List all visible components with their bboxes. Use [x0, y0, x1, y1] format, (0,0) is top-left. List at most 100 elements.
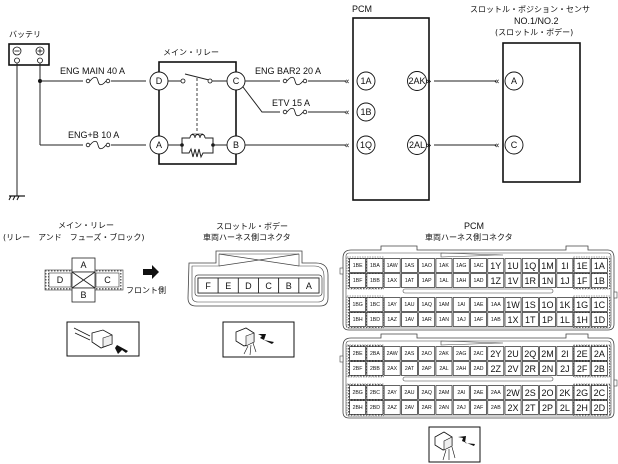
throttle-connector-title-line1: スロットル・ボデー	[216, 221, 288, 231]
svg-text:2BC: 2BC	[370, 390, 380, 396]
svg-text:1AN: 1AN	[439, 317, 449, 323]
svg-text:2H: 2H	[576, 403, 588, 413]
pcm-conn-pin-2y: 2Y	[487, 346, 505, 361]
pcm-conn-pin-1g: 1G	[573, 297, 591, 312]
svg-text:1AP: 1AP	[422, 278, 432, 284]
main-relay: メイン・リレー D C A B	[149, 48, 246, 165]
svg-text:2AY: 2AY	[387, 390, 397, 396]
svg-text:2BG: 2BG	[352, 390, 362, 396]
relay-switch-icon	[168, 73, 227, 133]
svg-text:1Y: 1Y	[490, 261, 501, 271]
pcm-conn-pin-2a: 2A	[590, 346, 608, 361]
pcm-conn-pin-1b: 1B	[590, 273, 608, 288]
svg-text:1AB: 1AB	[491, 317, 501, 323]
svg-text:B: B	[233, 140, 239, 150]
pcm-pin-2ak: 2AK »	[407, 71, 432, 91]
fuse-icon	[83, 140, 111, 150]
svg-text:2BB: 2BB	[370, 366, 380, 372]
svg-text:2BD: 2BD	[370, 405, 380, 411]
pcm-conn-pin-1bf: 1BF	[349, 273, 367, 288]
tps-pin-c: « C	[494, 135, 524, 155]
pcm-conn-pin-1v: 1V	[504, 273, 522, 288]
pcm-conn-pin-2be: 2BE	[349, 346, 367, 361]
svg-text:2BH: 2BH	[353, 405, 363, 411]
svg-text:1BA: 1BA	[370, 263, 380, 269]
svg-text:1V: 1V	[508, 276, 519, 286]
pcm-conn-pin-2ai: 2AI	[452, 385, 470, 400]
pcm-conn-pin-1z: 1Z	[487, 273, 505, 288]
fuse-icon	[83, 76, 111, 86]
relay-conn-pin-d: D	[57, 275, 64, 285]
svg-text:2AF: 2AF	[474, 405, 484, 411]
svg-text:«: «	[344, 141, 350, 151]
svg-text:2S: 2S	[525, 388, 536, 398]
svg-text:2A: 2A	[594, 349, 605, 359]
svg-text:2E: 2E	[577, 349, 588, 359]
svg-text:1D: 1D	[594, 315, 606, 325]
pcm-pin-2al: 2AL »	[407, 135, 432, 155]
main-relay-label: メイン・リレー	[163, 48, 219, 57]
front-side-label: フロント側	[126, 285, 166, 295]
pcm-conn-pin-1aa: 1AA	[487, 297, 505, 312]
pcm-conn-pin-1aq: 1AQ	[418, 297, 436, 312]
pcm-conn-pin-1ab: 1AB	[487, 312, 505, 327]
pcm-conn-pin-1d: 1D	[590, 312, 608, 327]
relay-terminal-b: B	[226, 135, 246, 155]
pcm-conn-pin-1ao: 1AO	[418, 258, 436, 273]
pcm-conn-pin-1bh: 1BH	[349, 312, 367, 327]
relay-connector-title-line1: メイン・リレー	[58, 221, 114, 230]
pcm-conn-pin-2e: 2E	[573, 346, 591, 361]
svg-text:2AB: 2AB	[491, 405, 501, 411]
svg-text:1E: 1E	[577, 261, 588, 271]
pcm-conn-pin-2ag: 2AG	[452, 346, 470, 361]
pcm-conn-pin-1as: 1AS	[401, 258, 418, 273]
relay-conn-pin-b: B	[80, 290, 86, 300]
pcm-conn-pin-2bh: 2BH	[349, 400, 367, 415]
pcm-conn-pin-2ac: 2AC	[470, 346, 487, 361]
fuse-icon	[280, 107, 308, 117]
svg-text:1A: 1A	[594, 261, 605, 271]
svg-text:2AS: 2AS	[405, 351, 415, 357]
svg-text:1AJ: 1AJ	[457, 317, 466, 323]
svg-text:2AN: 2AN	[439, 405, 449, 411]
pcm-conn-pin-1at: 1AT	[401, 273, 418, 288]
svg-text:2C: 2C	[594, 388, 606, 398]
pcm-conn-pin-2aq: 2AQ	[418, 385, 436, 400]
throttle-position-sensor: スロットル・ポジション・センサ NO.1/NO.2 (スロットル・ボデー) « …	[470, 5, 590, 183]
pcm-conn-pin-1l: 1L	[556, 312, 574, 327]
pcm-conn-pin-1ah: 1AH	[452, 273, 470, 288]
svg-text:1BB: 1BB	[370, 278, 380, 284]
throttle-conn-pin-b: B	[278, 277, 300, 294]
svg-text:»: »	[426, 77, 432, 87]
pcm-conn-pin-2aa: 2AA	[487, 385, 505, 400]
pcm-conn-pin-2ax: 2AX	[383, 361, 401, 376]
fuse-label-eng-bar2: ENG BAR2 20 A	[255, 66, 321, 76]
pcm-conn-pin-2bb: 2BB	[366, 361, 384, 376]
svg-text:2AK: 2AK	[439, 351, 449, 357]
svg-text:1T: 1T	[525, 315, 536, 325]
pcm-conn-pin-1ag: 1AG	[452, 258, 470, 273]
svg-text:2D: 2D	[594, 403, 606, 413]
pcm-conn-pin-1be: 1BE	[349, 258, 367, 273]
pcm-conn-pin-1ac: 1AC	[470, 258, 487, 273]
svg-text:1U: 1U	[507, 261, 519, 271]
svg-text:«: «	[344, 77, 350, 87]
pcm-conn-pin-2ap: 2AP	[418, 361, 436, 376]
fuse-label-eng-main: ENG MAIN 40 A	[60, 66, 125, 76]
svg-text:1Q: 1Q	[360, 140, 372, 150]
pcm-conn-pin-2x: 2X	[504, 400, 522, 415]
pcm-conn-pin-2s: 2S	[521, 385, 539, 400]
svg-text:2T: 2T	[525, 403, 536, 413]
pcm-conn-pin-2bc: 2BC	[366, 385, 384, 400]
svg-text:1B: 1B	[360, 107, 371, 117]
pcm-conn-pin-2an: 2AN	[435, 400, 453, 415]
pcm-conn-pin-1h: 1H	[573, 312, 591, 327]
svg-text:1BH: 1BH	[353, 317, 363, 323]
svg-text:1AW: 1AW	[387, 263, 398, 269]
pcm-conn-pin-1q: 1Q	[521, 258, 539, 273]
pcm-conn-pin-1ad: 1AD	[470, 273, 487, 288]
pcm-conn-pin-2ad: 2AD	[470, 361, 487, 376]
svg-text:2AL: 2AL	[409, 140, 425, 150]
svg-text:2AJ: 2AJ	[457, 405, 466, 411]
